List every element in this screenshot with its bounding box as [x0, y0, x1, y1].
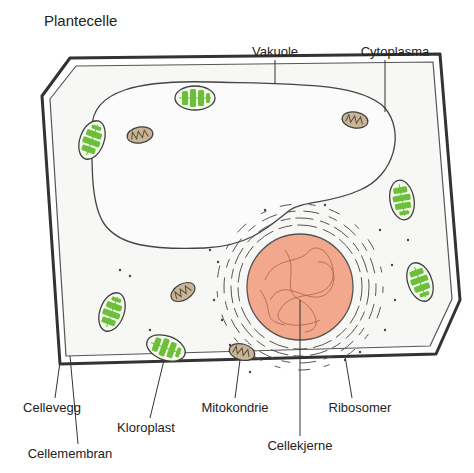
part-label: Ribosomer: [329, 400, 392, 416]
part-label: Mitokondrie: [201, 400, 268, 416]
part-label: Cellevegg: [23, 400, 81, 416]
part-label: Cytoplasma: [361, 44, 430, 60]
part-label: Cellemembran: [28, 446, 113, 462]
part-label: Kloroplast: [117, 420, 175, 436]
part-label: Cellekjerne: [267, 438, 332, 454]
part-label: Vakuole: [252, 44, 298, 60]
diagram-title: Plantecelle: [44, 12, 117, 29]
